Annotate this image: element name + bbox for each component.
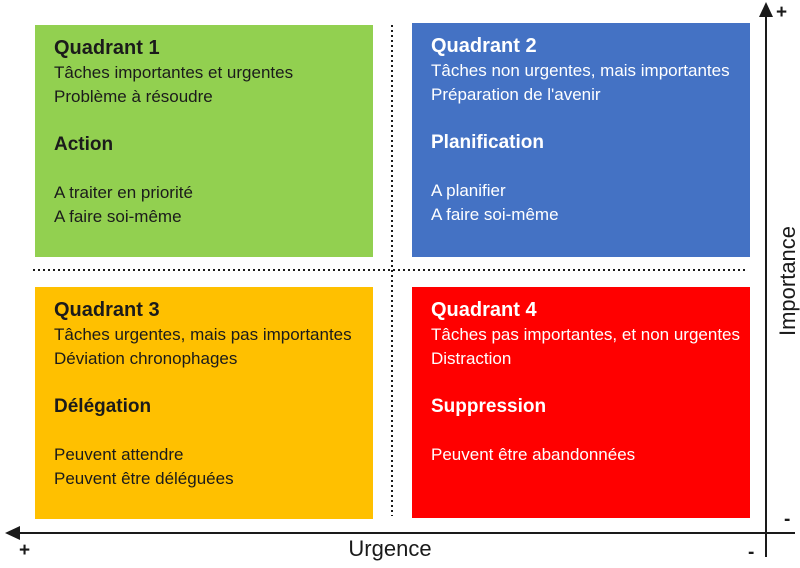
- urgency-axis-label: Urgence: [348, 536, 432, 561]
- quadrant-4-line-2: Distraction: [431, 349, 512, 368]
- quadrant-4-box: Quadrant 4 Tâches pas importantes, et no…: [412, 287, 750, 518]
- quadrant-3-keyword: Délégation: [54, 396, 152, 417]
- quadrant-1-keyword: Action: [54, 134, 114, 155]
- spacer: [54, 109, 373, 133]
- quadrant-2-title: Quadrant 2: [431, 35, 537, 57]
- spacer: [431, 371, 750, 395]
- arrow-up-icon: [759, 2, 773, 17]
- quadrant-3-line-4: Peuvent être déléguées: [54, 469, 234, 488]
- urgency-axis-line: [16, 532, 795, 534]
- quadrant-1-line-1: Tâches importantes et urgentes: [54, 63, 294, 82]
- quadrant-3-line-1: Tâches urgentes, mais pas importantes: [54, 325, 352, 344]
- quadrant-2-box: Quadrant 2 Tâches non urgentes, mais imp…: [412, 23, 750, 257]
- spacer: [54, 371, 373, 395]
- quadrant-4-keyword: Suppression: [431, 396, 547, 417]
- quadrant-4-line-4: [431, 467, 750, 491]
- spacer: [54, 419, 373, 443]
- importance-plus-sign: +: [776, 2, 788, 23]
- quadrant-2-line-1: Tâches non urgentes, mais importantes: [431, 61, 730, 80]
- importance-axis-line: [765, 14, 767, 557]
- arrow-left-icon: [5, 526, 20, 540]
- quadrant-1-line-4: A faire soi-même: [54, 207, 182, 226]
- quadrant-2-line-4: A faire soi-même: [431, 205, 559, 224]
- quadrant-4-line-1: Tâches pas importantes, et non urgentes: [431, 325, 741, 344]
- quadrant-4-line-3: Peuvent être abandonnées: [431, 445, 636, 464]
- quadrant-1-line-2: Problème à résoudre: [54, 87, 213, 106]
- quadrant-2-keyword: Planification: [431, 132, 544, 153]
- quadrant-3-line-3: Peuvent attendre: [54, 445, 184, 464]
- urgency-plus-sign: +: [19, 540, 31, 561]
- quadrant-1-line-3: A traiter en priorité: [54, 183, 193, 202]
- quadrant-2-line-3: A planifier: [431, 181, 506, 200]
- quadrant-3-line-2: Déviation chronophages: [54, 349, 238, 368]
- quadrant-3-title: Quadrant 3: [54, 299, 160, 321]
- quadrant-4-title: Quadrant 4: [431, 299, 537, 321]
- spacer: [431, 107, 750, 131]
- quadrant-3-box: Quadrant 3 Tâches urgentes, mais pas imp…: [35, 287, 373, 519]
- spacer: [54, 157, 373, 181]
- urgency-minus-sign: -: [784, 509, 791, 530]
- quadrant-1-box: Quadrant 1 Tâches importantes et urgente…: [35, 25, 373, 257]
- horizontal-dotted-divider: [33, 269, 748, 271]
- importance-minus-sign: -: [748, 542, 755, 563]
- vertical-dotted-divider: [391, 25, 393, 516]
- importance-axis-label: Importance: [775, 225, 800, 337]
- quadrant-1-title: Quadrant 1: [54, 37, 160, 59]
- spacer: [431, 155, 750, 179]
- spacer: [431, 419, 750, 443]
- quadrant-2-line-2: Préparation de l'avenir: [431, 85, 601, 104]
